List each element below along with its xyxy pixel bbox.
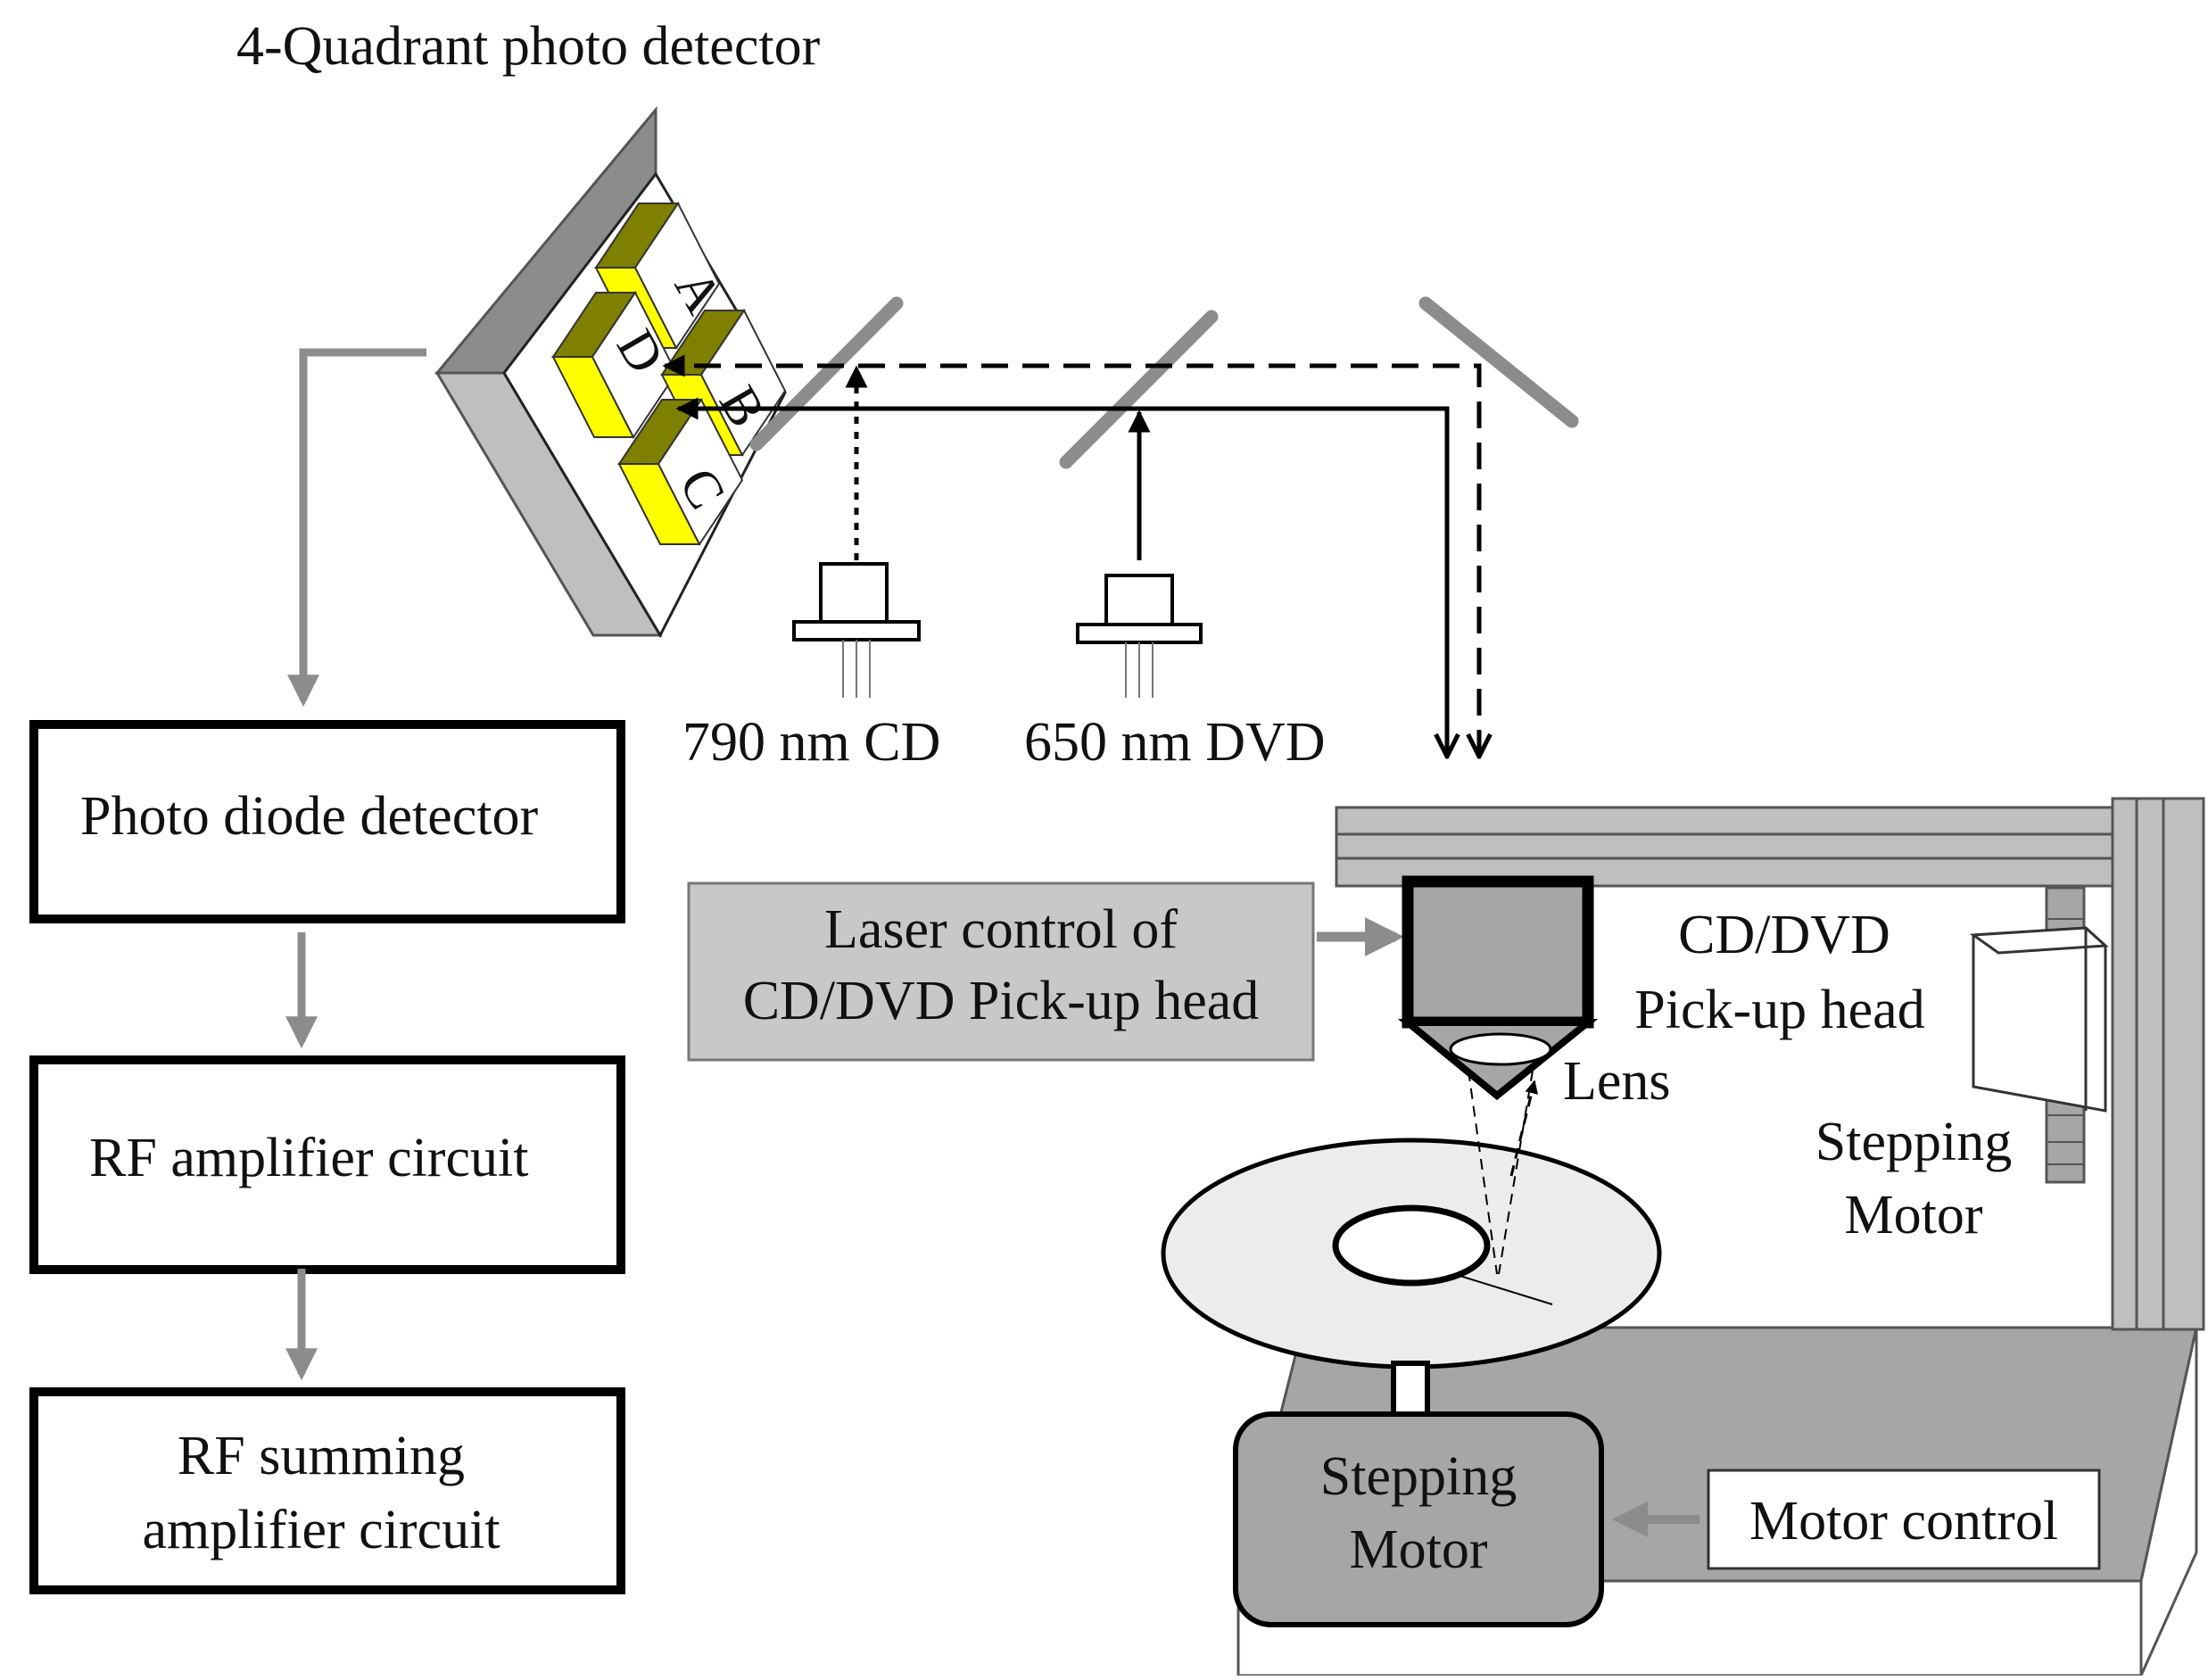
focus-cone-left [1468,1070,1498,1275]
spindle-stepping-motor-label-line2: Motor [1350,1519,1488,1580]
rf-summing-label-line2: amplifier circuit [142,1500,500,1560]
dvd-laser-diode [1076,574,1203,698]
motor-control-box [1707,1469,2101,1570]
carriage-bracket [1969,926,2109,1113]
lens-pointer-arrow [1509,1080,1539,1177]
objective-lens [1449,1032,1552,1066]
lens-label: Lens [1563,1051,1671,1112]
beam-splitter-cd [749,296,904,451]
cd-beam-path [665,366,1479,757]
optical-disk [1161,1138,1662,1370]
pickup-head-label-line1: CD/DVD [1678,905,1890,965]
dvd-laser-label: 650 nm DVD [1024,712,1326,773]
spindle-shaft [1391,1361,1430,1421]
right-stepping-motor-label-line1: Stepping [1815,1112,2012,1172]
laser-control-label-line1: Laser control of [824,899,1178,960]
detector-title: 4-Quadrant photo detector [236,16,821,77]
laser-control-label-line2: CD/DVD Pick-up head [743,971,1260,1031]
rf-amplifier-label: RF amplifier circuit [89,1128,528,1188]
cd-laser-label: 790 nm CD [682,712,940,773]
rf-amplifier-box [29,1055,625,1274]
cd-laser-diode [792,562,921,698]
detector-output-arrow [287,348,426,708]
photo-diode-detector-box [29,720,625,923]
dvd-beam-path [678,409,1447,757]
quadrant-detector: A D B C [434,105,787,639]
rf-summing-box [29,1387,625,1594]
frame-rail [1335,797,2205,1331]
pickup-head-label-line2: Pick-up head [1634,980,1924,1040]
motor-control-label: Motor control [1749,1491,2058,1552]
photo-diode-detector-label: Photo diode detector [80,786,538,847]
rf-summing-label-line1: RF summing [178,1426,465,1486]
quadrant-d [551,291,678,439]
spindle-stepping-motor [1233,1411,1604,1627]
fold-mirror [1418,296,1579,428]
right-stepping-motor-label-line2: Motor [1845,1185,1983,1246]
spindle-stepping-motor-label-line1: Stepping [1320,1446,1517,1507]
laser-control-box [687,881,1315,1062]
